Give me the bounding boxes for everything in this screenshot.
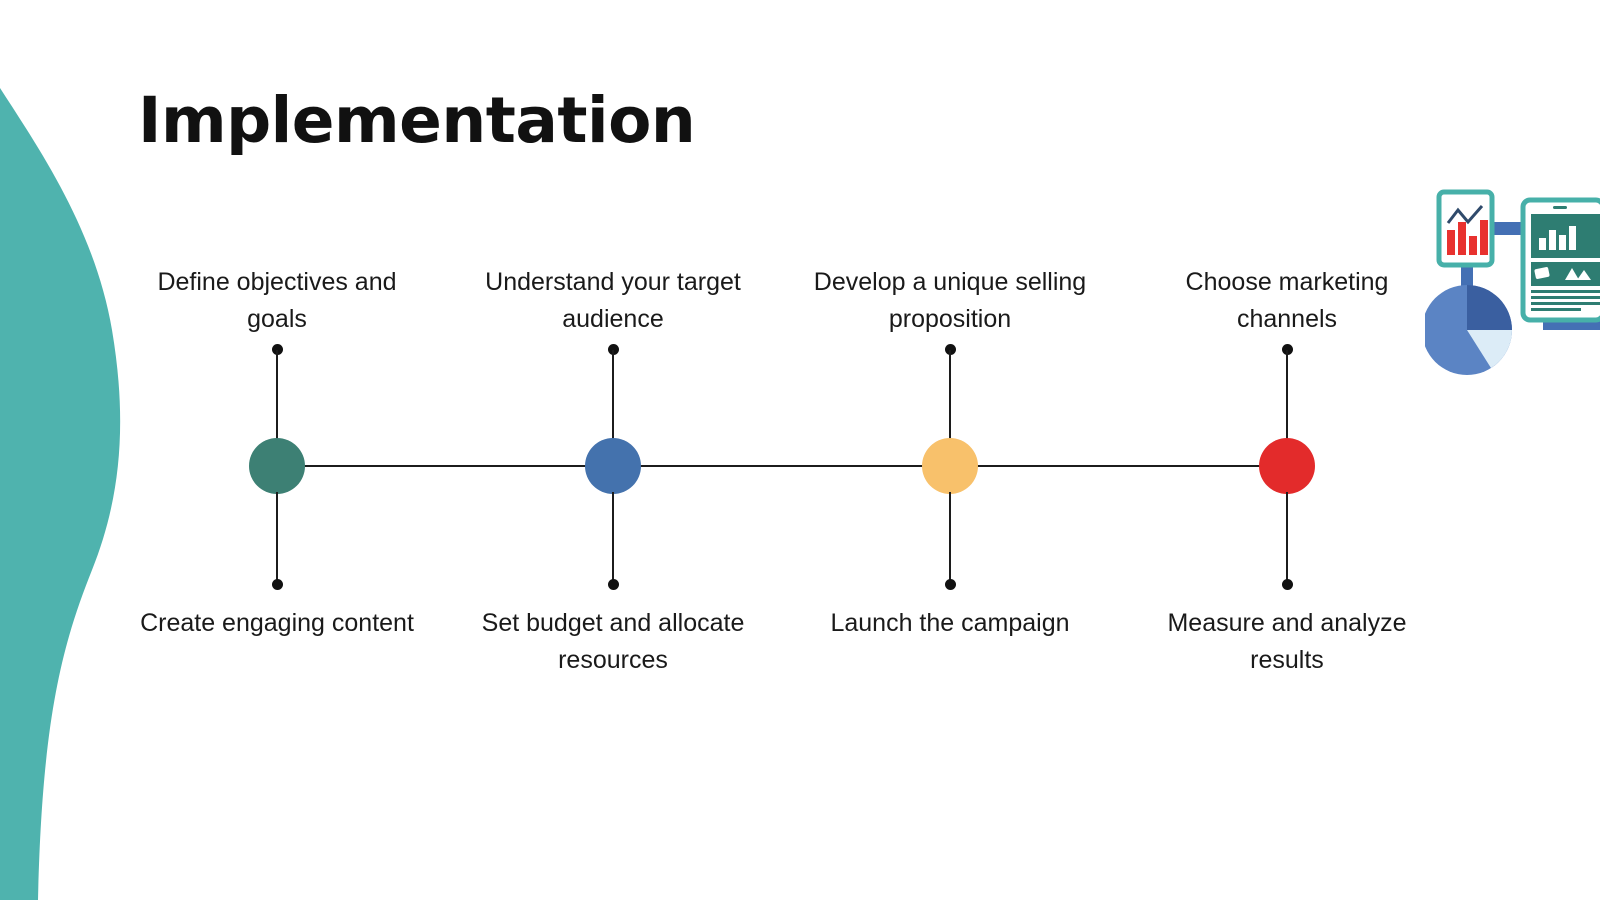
timeline-node-4-top-label: Choose marketing channels (1185, 268, 1389, 333)
timeline-node-3-bottom-stem (949, 492, 951, 584)
timeline-node-1-top-endcap-dot (271, 344, 283, 355)
timeline-node-2-top-label: Understand your target audience (485, 268, 741, 333)
timeline-node-1-bottom-endcap-dot (271, 579, 283, 590)
timeline-node-4[interactable]: Choose marketing channels Measure and an… (1137, 0, 1437, 900)
timeline-node-2[interactable]: Understand your target audience Set budg… (463, 0, 763, 900)
timeline-node-1-top-label: Define objectives and goals (157, 268, 397, 333)
timeline-node-2-bottom-label: Set budget and allocate resources (481, 609, 745, 674)
timeline-node-3[interactable]: Develop a unique selling proposition Lau… (800, 0, 1100, 900)
timeline-node-1-bottom-stem (276, 492, 278, 584)
timeline-node-2-marker[interactable] (585, 438, 641, 494)
timeline-node-1-top-stem (276, 350, 278, 442)
page-title: Implementation (138, 84, 696, 157)
timeline-node-4-marker[interactable] (1259, 438, 1315, 494)
timeline-node-1-marker[interactable] (249, 438, 305, 494)
timeline-node-4-top-endcap-dot (1281, 344, 1293, 355)
timeline-node-3-bottom-endcap-dot (944, 579, 956, 590)
timeline-node-3-top-label: Develop a unique selling proposition (813, 268, 1087, 333)
timeline-node-3-top-endcap-dot (944, 344, 956, 355)
timeline-node-3-bottom-label: Launch the campaign (830, 609, 1070, 637)
timeline-node-2-bottom-endcap-dot (607, 579, 619, 590)
timeline-node-1[interactable]: Define objectives and goals Create engag… (127, 0, 427, 900)
timeline-node-4-top-stem (1286, 350, 1288, 442)
timeline-node-2-top-endcap-dot (607, 344, 619, 355)
timeline-node-2-bottom-stem (612, 492, 614, 584)
timeline-node-3-top-stem (949, 350, 951, 442)
timeline-node-2-top-stem (612, 350, 614, 442)
timeline-node-4-bottom-endcap-dot (1281, 579, 1293, 590)
timeline-node-1-bottom-label: Create engaging content (140, 609, 414, 637)
timeline-node-3-marker[interactable] (922, 438, 978, 494)
timeline-axis-line (278, 465, 1287, 467)
timeline-node-4-bottom-stem (1286, 492, 1288, 584)
timeline-node-4-bottom-label: Measure and analyze results (1167, 609, 1407, 674)
